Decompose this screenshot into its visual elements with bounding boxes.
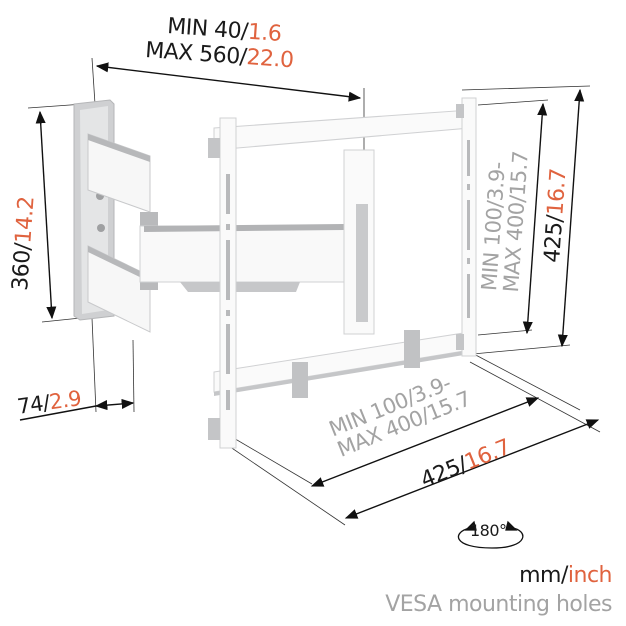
vesa-vertical-label: MIN 100/3.9-MAX 400/15.7 — [477, 150, 533, 294]
dimension-arrows — [19, 62, 600, 519]
rotation-label: 180° — [470, 521, 507, 540]
articulating-arms — [87, 133, 345, 333]
rotate-icon — [457, 520, 524, 549]
extension-lines — [27, 57, 601, 526]
units-legend: mm/inch — [519, 563, 612, 588]
vesa-legend: VESA mounting holes — [385, 592, 612, 617]
center-column — [343, 149, 375, 335]
tv-frame — [208, 97, 477, 449]
